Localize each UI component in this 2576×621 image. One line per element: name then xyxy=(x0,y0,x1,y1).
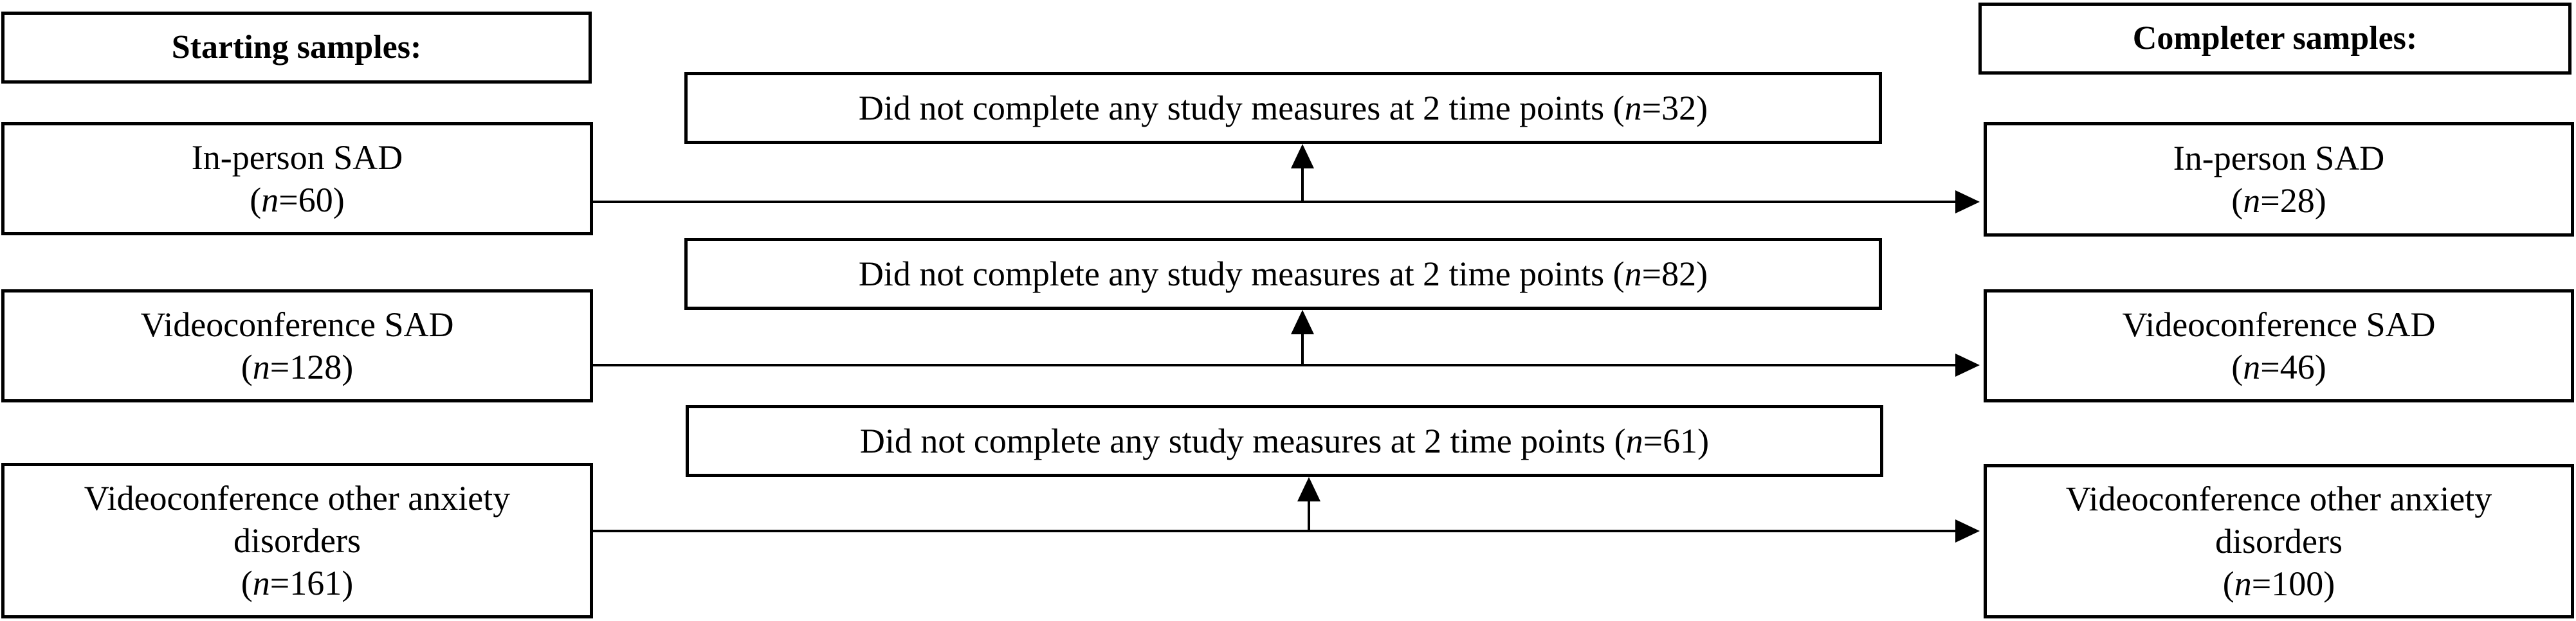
arrowhead-right-3 xyxy=(1955,519,1980,543)
sample-size: =161 xyxy=(269,564,342,602)
starting-sample-label: In-person SAD xyxy=(191,138,403,177)
n-symbol: n xyxy=(2243,348,2261,386)
dropout-count: =32) xyxy=(1641,89,1708,127)
n-symbol: n xyxy=(252,348,270,386)
arrowhead-up-3 xyxy=(1297,477,1320,501)
starting-sample-label: Videoconference SAD xyxy=(140,305,454,344)
arrowhead-right-1 xyxy=(1955,190,1980,213)
dropout-box-1: Did not complete any study measures at 2… xyxy=(684,72,1882,144)
completer-samples-header-text: Completer samples: xyxy=(2132,20,2418,57)
completer-sample-label: In-person SAD xyxy=(2173,139,2385,177)
n-symbol: n xyxy=(252,564,270,602)
sample-size: =28 xyxy=(2260,181,2315,220)
dropout-count: =82) xyxy=(1641,255,1708,293)
arrowhead-up-1 xyxy=(1291,144,1314,168)
completer-sample-label-line1: Videoconference other anxiety xyxy=(2065,480,2492,518)
starting-samples-header: Starting samples: xyxy=(1,12,592,84)
dropout-text: Did not complete any study measures at 2… xyxy=(859,422,1626,460)
completer-sample-label: Videoconference SAD xyxy=(2122,305,2436,344)
n-symbol: n xyxy=(1624,255,1642,293)
arrowhead-up-2 xyxy=(1291,310,1314,334)
completer-sample-label-line2: disorders xyxy=(2215,522,2343,561)
starting-sample-label-line2: disorders xyxy=(233,521,361,560)
sample-size: =60 xyxy=(279,181,333,219)
n-symbol: n xyxy=(2243,181,2261,220)
dropout-text: Did not complete any study measures at 2… xyxy=(858,255,1625,293)
dropout-box-2: Did not complete any study measures at 2… xyxy=(684,238,1882,310)
starting-samples-header-text: Starting samples: xyxy=(171,29,422,66)
completer-sample-videoconference-sad: Videoconference SAD (n=46) xyxy=(1984,289,2574,402)
starting-sample-videoconference-sad: Videoconference SAD (n=128) xyxy=(1,289,593,402)
n-symbol: n xyxy=(261,181,279,219)
completer-sample-videoconference-other: Videoconference other anxiety disorders … xyxy=(1984,464,2574,618)
sample-size: =128 xyxy=(269,348,342,386)
starting-sample-videoconference-other: Videoconference other anxiety disorders … xyxy=(1,463,593,618)
sample-size: =46 xyxy=(2260,348,2315,386)
dropout-count: =61) xyxy=(1643,422,1710,460)
n-symbol: n xyxy=(2234,564,2252,603)
n-symbol: n xyxy=(1624,89,1642,127)
dropout-text: Did not complete any study measures at 2… xyxy=(858,89,1625,127)
dropout-box-3: Did not complete any study measures at 2… xyxy=(686,405,1883,477)
completer-samples-header: Completer samples: xyxy=(1978,3,2571,75)
completer-sample-in-person-sad: In-person SAD (n=28) xyxy=(1984,122,2574,237)
n-symbol: n xyxy=(1625,422,1643,460)
arrowhead-right-2 xyxy=(1955,354,1980,377)
starting-sample-in-person-sad: In-person SAD (n=60) xyxy=(1,122,593,235)
starting-sample-label-line1: Videoconference other anxiety xyxy=(84,479,511,518)
sample-size: =100 xyxy=(2251,564,2324,603)
